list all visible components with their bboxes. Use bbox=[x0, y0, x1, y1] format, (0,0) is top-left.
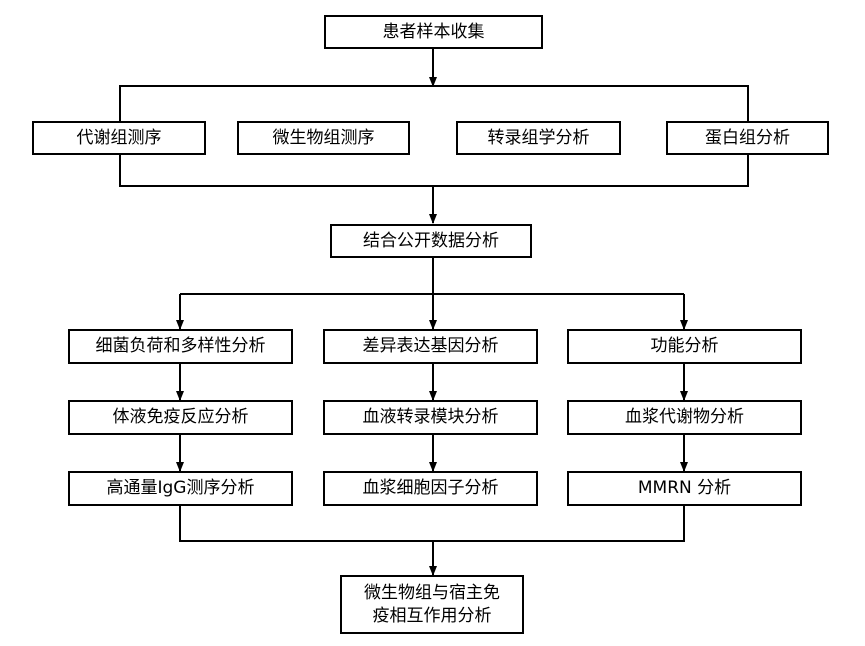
node-microbiome-host-interaction: 微生物组与宿主免 疫相互作用分析 bbox=[340, 575, 524, 634]
node-mmrn: MMRN 分析 bbox=[567, 471, 802, 506]
final-node-line-1: 微生物组与宿主免 bbox=[364, 583, 500, 604]
node-bacterial-load: 细菌负荷和多样性分析 bbox=[68, 329, 293, 364]
node-plasma-metabolite: 血浆代谢物分析 bbox=[567, 400, 802, 435]
node-proteomics: 蛋白组分析 bbox=[666, 121, 829, 155]
node-igg-sequencing: 高通量IgG测序分析 bbox=[68, 471, 293, 506]
bracket-omics-bottom bbox=[119, 154, 749, 187]
node-deg: 差异表达基因分析 bbox=[323, 329, 538, 364]
node-cytokine: 血浆细胞因子分析 bbox=[323, 471, 538, 506]
node-function: 功能分析 bbox=[567, 329, 802, 364]
node-collect: 患者样本收集 bbox=[324, 15, 543, 49]
merge-bracket bbox=[179, 506, 685, 542]
node-humoral-response: 体液免疫反应分析 bbox=[68, 400, 293, 435]
node-microbiome-sequencing: 微生物组测序 bbox=[237, 121, 410, 155]
node-metabolome-sequencing: 代谢组测序 bbox=[32, 121, 206, 155]
node-transcriptomics: 转录组学分析 bbox=[456, 121, 621, 155]
node-public-data: 结合公开数据分析 bbox=[330, 224, 532, 258]
final-node-line-2: 疫相互作用分析 bbox=[372, 605, 492, 626]
node-blood-module: 血液转录模块分析 bbox=[323, 400, 538, 435]
bracket-omics-top bbox=[119, 85, 749, 122]
